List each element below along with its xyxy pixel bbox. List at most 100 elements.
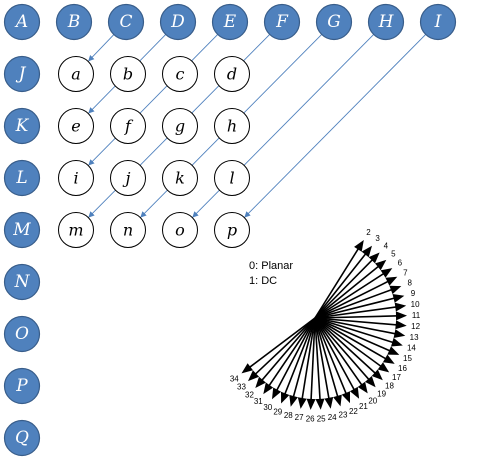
- ray-label: 30: [263, 403, 272, 412]
- ray-arrowhead: [392, 294, 405, 303]
- node-label: i: [73, 169, 78, 188]
- node-label: p: [227, 221, 237, 240]
- node-circle: [159, 3, 197, 41]
- ray-arrowhead: [241, 363, 253, 374]
- legend-line-0: 0: Planar: [249, 260, 293, 272]
- fan-ray: 2: [314, 228, 371, 319]
- fan-ray: 11: [314, 311, 421, 321]
- ray-line: [283, 317, 316, 397]
- node-label: H: [378, 12, 395, 32]
- node-label: J: [16, 64, 27, 84]
- node-I: I: [419, 3, 457, 41]
- ray-label: 29: [273, 407, 282, 416]
- node-circle: [55, 3, 93, 41]
- ray-line: [253, 317, 316, 377]
- node-circle: [3, 367, 41, 405]
- ray-label: 18: [385, 382, 394, 391]
- fan-ray: 20: [314, 317, 378, 405]
- ray-label: 7: [403, 268, 408, 277]
- ray-arrowhead: [349, 386, 360, 399]
- connector-E-i: [88, 34, 219, 166]
- connector-I-p: [244, 34, 427, 218]
- ray-label: 11: [412, 311, 421, 320]
- fan-legend: 0: Planar 1: DC: [249, 260, 293, 287]
- node-label: O: [15, 324, 29, 344]
- node-A: A: [3, 3, 41, 41]
- ray-arrowhead: [306, 398, 316, 410]
- node-label: e: [71, 117, 80, 136]
- fan-ray: 9: [314, 289, 416, 319]
- node-C: C: [107, 3, 145, 41]
- ray-arrowhead: [297, 397, 307, 409]
- ray-line: [314, 317, 356, 393]
- fan-ray: 3: [314, 234, 380, 319]
- node-circle: [162, 212, 198, 248]
- legend-line-1: 1: DC: [249, 275, 277, 287]
- ray-arrowhead: [281, 391, 290, 404]
- ray-line: [314, 264, 381, 319]
- ray-label: 14: [407, 344, 416, 353]
- fan-ray: 16: [314, 317, 407, 373]
- ray-label: 13: [410, 333, 419, 342]
- node-label: K: [15, 116, 30, 136]
- node-circle: [110, 108, 146, 144]
- ray-arrowhead: [385, 276, 398, 286]
- node-circle: [3, 3, 41, 41]
- fan-ray: 14: [314, 317, 416, 353]
- fan-ray: 22: [314, 317, 358, 416]
- ray-label: 20: [368, 396, 377, 405]
- ray-arrowhead: [248, 370, 260, 382]
- ray-label: 33: [237, 383, 246, 392]
- node-circle: [263, 3, 301, 41]
- node-label: F: [275, 12, 289, 32]
- node-E: E: [211, 3, 249, 41]
- ray-label: 21: [359, 402, 368, 411]
- ray-line: [314, 315, 399, 319]
- ray-line: [314, 317, 389, 361]
- node-label: E: [223, 12, 237, 32]
- fan-ray: 12: [314, 317, 421, 331]
- node-N: N: [3, 263, 41, 301]
- node-circle: [3, 159, 41, 197]
- node-circle: [3, 55, 41, 93]
- node-circle: [214, 56, 250, 92]
- ray-label: 26: [306, 414, 315, 423]
- ray-label: 27: [295, 413, 304, 422]
- ray-line: [314, 317, 331, 401]
- ray-arrowhead: [375, 259, 387, 271]
- node-M: M: [3, 211, 41, 249]
- ray-label: 6: [398, 259, 403, 268]
- ray-line: [292, 317, 316, 400]
- ray-line: [314, 305, 399, 319]
- node-circle: [211, 3, 249, 41]
- ray-label: 25: [317, 414, 326, 423]
- fan-ray: 13: [314, 317, 419, 342]
- ray-arrowhead: [394, 302, 407, 312]
- cell-f: f: [110, 108, 146, 144]
- cell-a: a: [58, 56, 94, 92]
- ray-line: [314, 317, 396, 344]
- cell-o: o: [162, 212, 198, 248]
- ray-line: [314, 317, 364, 388]
- cell-m: m: [58, 212, 94, 248]
- cell-p: p: [214, 212, 250, 248]
- node-circle: [214, 212, 250, 248]
- node-label: D: [170, 12, 185, 32]
- node-label: Q: [15, 428, 29, 448]
- ray-arrowhead: [393, 329, 406, 338]
- fan-ray: 27: [295, 317, 316, 422]
- ray-line: [259, 317, 316, 383]
- ray-label: 4: [384, 242, 389, 251]
- ray-line: [275, 317, 316, 393]
- ray-line: [314, 296, 397, 319]
- ray-line: [314, 288, 395, 319]
- ray-line: [314, 317, 371, 382]
- fan-ray: 10: [314, 300, 420, 319]
- fan-ray: 30: [263, 317, 316, 412]
- node-label: B: [67, 12, 81, 32]
- ray-arrowhead: [389, 285, 402, 295]
- node-label: n: [123, 221, 133, 240]
- cell-d: d: [214, 56, 250, 92]
